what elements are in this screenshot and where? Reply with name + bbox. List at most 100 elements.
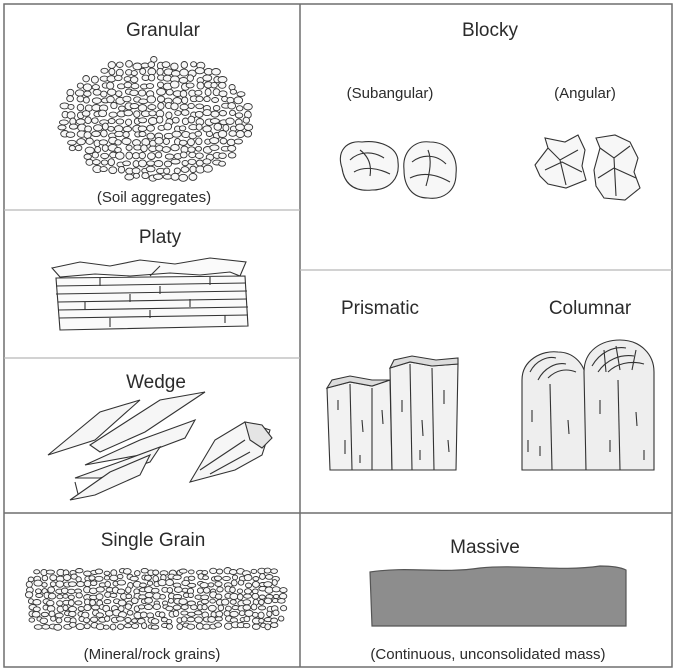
- granular-pebble: [148, 105, 156, 110]
- single-grain-pebble: [237, 594, 243, 600]
- single-grain-pebble: [145, 604, 153, 609]
- granular-pebble: [101, 68, 108, 73]
- granular-pebble: [195, 68, 204, 74]
- granular-pebble: [83, 97, 89, 103]
- granular-pebble: [93, 89, 101, 95]
- granular-pebble: [126, 61, 133, 68]
- granular-pebble: [237, 92, 245, 97]
- single-grain-pebble: [77, 582, 85, 587]
- single-grain-pebble: [48, 593, 55, 599]
- single-grain-pebble: [84, 618, 90, 623]
- single-grain-pebble: [239, 611, 245, 616]
- granular-pebble: [244, 131, 251, 138]
- granular-pebble: [175, 111, 181, 116]
- single-grain-pebble: [33, 607, 40, 612]
- single-grain-pebble: [244, 594, 252, 598]
- granular-pebble: [93, 160, 101, 165]
- granular-pebble: [180, 152, 187, 158]
- granular-pebble: [228, 103, 236, 109]
- single-grain-pebble: [230, 593, 238, 599]
- single-grain-pebble: [96, 613, 103, 618]
- single-grain-pebble: [63, 605, 68, 610]
- granular-pebble: [131, 83, 139, 88]
- single-grain-pebble: [68, 595, 74, 600]
- single-grain-pebble: [84, 571, 92, 576]
- granular-pebble: [203, 159, 211, 164]
- single-grain-pebble: [197, 588, 203, 593]
- granular-pebble: [174, 168, 180, 174]
- single-grain-pebble: [36, 594, 43, 598]
- single-grain-pebble: [117, 580, 125, 585]
- granular-pebble: [68, 140, 77, 145]
- single-grain-pebble: [29, 618, 35, 622]
- subangular-block-icon: [340, 142, 456, 199]
- single-grain-pebble: [181, 605, 188, 610]
- granular-pebble: [181, 110, 189, 116]
- single-grain-pebble: [232, 575, 237, 580]
- single-grain-pebble: [217, 587, 223, 592]
- granular-pebble: [218, 131, 227, 138]
- single-grain-pebble: [259, 600, 264, 605]
- single-grain-pebble: [47, 600, 54, 605]
- single-grain-pebble: [215, 617, 222, 621]
- granular-pebble: [210, 119, 219, 124]
- single-grain-pebble: [34, 625, 42, 630]
- granular-pebble: [69, 146, 75, 151]
- single-grain-pebble: [95, 569, 102, 574]
- granular-pebble: [108, 126, 114, 131]
- single-grain-pebble: [243, 623, 250, 627]
- granular-pebble: [139, 132, 146, 137]
- granular-pebble: [196, 153, 204, 159]
- granular-pebble: [163, 138, 169, 144]
- granular-pebble: [195, 90, 202, 95]
- granular-pebble: [68, 104, 74, 109]
- granular-pebble: [148, 118, 157, 125]
- single-grain-icon: [25, 568, 287, 631]
- granular-pebble: [196, 124, 202, 130]
- granular-pebble: [147, 161, 155, 166]
- granular-pebble: [101, 153, 109, 158]
- single-grain-pebble: [158, 579, 166, 585]
- granular-pebble: [94, 125, 103, 131]
- single-grain-pebble: [189, 570, 195, 574]
- granular-pebble: [243, 117, 249, 123]
- single-grain-pebble: [245, 610, 253, 616]
- single-grain-pebble: [166, 579, 174, 585]
- granular-pebble: [154, 161, 163, 167]
- granular-pebble: [139, 99, 148, 104]
- single-grain-pebble: [132, 619, 138, 623]
- single-grain-pebble: [48, 587, 55, 593]
- single-grain-pebble: [106, 611, 114, 617]
- single-grain-pebble: [142, 623, 147, 629]
- granular-pebble: [101, 160, 108, 165]
- single-grain-pebble: [244, 589, 251, 594]
- single-grain-pebble: [68, 582, 76, 587]
- granular-pebble: [92, 85, 99, 90]
- granular-pebble: [119, 106, 126, 111]
- granular-pebble: [234, 97, 243, 104]
- granular-pebble: [115, 75, 123, 80]
- single-grain-pebble: [51, 616, 56, 621]
- granular-pebble: [141, 145, 148, 152]
- granular-pebble: [147, 125, 155, 131]
- angular-block-icon: [535, 135, 640, 200]
- single-grain-pebble: [251, 604, 257, 610]
- granular-pebble: [86, 159, 93, 165]
- single-grain-pebble: [151, 625, 159, 629]
- granular-pebble: [188, 147, 195, 153]
- granular-pebble: [190, 166, 196, 173]
- single-grain-pebble: [191, 605, 198, 610]
- single-grain-pebble: [91, 581, 97, 586]
- single-grain-pebble: [215, 594, 222, 599]
- granular-pebble: [196, 160, 203, 166]
- granular-pebble: [210, 145, 219, 151]
- single-grain-pebble: [187, 617, 195, 622]
- single-grain-pebble: [152, 588, 160, 593]
- wedge-cell: Wedge: [48, 372, 272, 500]
- single-grain-pebble: [215, 582, 222, 587]
- single-grain-pebble: [57, 601, 63, 606]
- single-grain-pebble: [50, 582, 56, 587]
- single-grain-pebble: [125, 618, 131, 623]
- single-grain-pebble: [145, 593, 153, 598]
- single-grain-pebble: [103, 625, 109, 629]
